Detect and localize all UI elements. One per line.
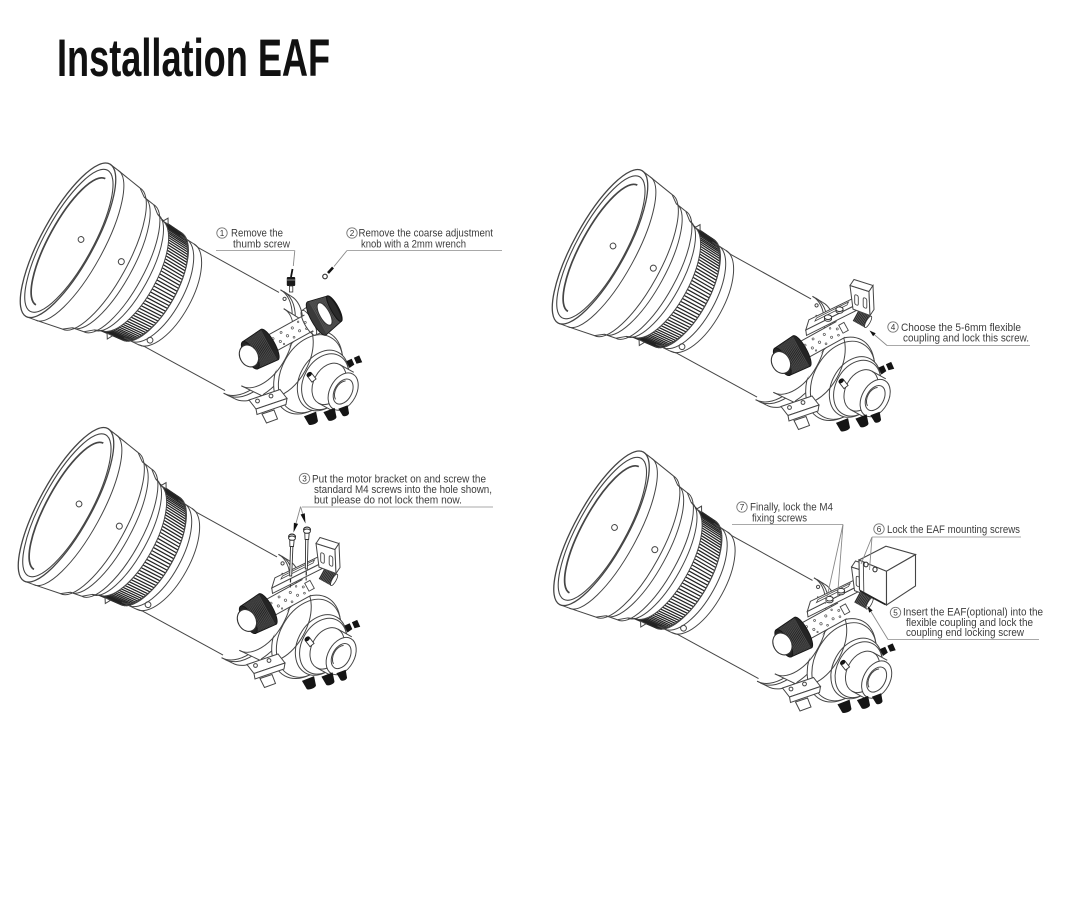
svg-text:coupling end locking screw: coupling end locking screw (906, 627, 1024, 639)
svg-text:3: 3 (302, 475, 307, 484)
svg-text:Installation EAF: Installation EAF (57, 28, 330, 88)
svg-text:1: 1 (220, 229, 225, 238)
svg-text:Choose the 5-6mm flexible: Choose the 5-6mm flexible (901, 322, 1021, 334)
svg-text:7: 7 (740, 503, 745, 512)
svg-text:but please do not lock them no: but please do not lock them now. (314, 495, 462, 507)
svg-text:fixing screws: fixing screws (752, 513, 807, 525)
svg-text:Lock the EAF mounting screws: Lock the EAF mounting screws (887, 524, 1020, 536)
svg-text:Remove the: Remove the (231, 228, 283, 240)
svg-text:knob with a 2mm wrench: knob with a 2mm wrench (361, 239, 466, 251)
svg-text:coupling and lock this screw.: coupling and lock this screw. (903, 333, 1029, 345)
svg-text:Finally, lock the M4: Finally, lock the M4 (750, 502, 833, 514)
svg-text:flexible coupling and lock the: flexible coupling and lock the (906, 617, 1033, 629)
svg-text:Insert the EAF(optional) into: Insert the EAF(optional) into the (903, 607, 1043, 619)
svg-text:6: 6 (877, 525, 882, 534)
svg-text:thumb screw: thumb screw (233, 239, 290, 251)
svg-text:Remove the coarse adjustment: Remove the coarse adjustment (359, 228, 494, 240)
svg-text:2: 2 (350, 229, 355, 238)
svg-text:Put the motor bracket on and s: Put the motor bracket on and screw the (312, 474, 486, 486)
svg-text:5: 5 (893, 609, 898, 618)
svg-text:standard M4 screws into the ho: standard M4 screws into the hole shown, (314, 484, 492, 496)
svg-text:4: 4 (891, 323, 896, 332)
